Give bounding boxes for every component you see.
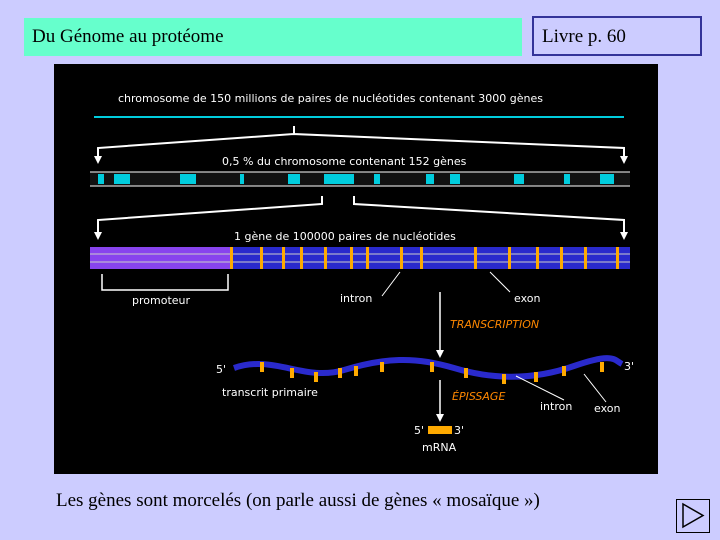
exon-label-2: exon xyxy=(594,402,620,415)
splicing-label: ÉPISSAGE xyxy=(452,390,505,403)
exon-pointer-2 xyxy=(583,373,607,403)
arrowhead-right-2 xyxy=(620,232,628,240)
chromosome-label: chromosome de 150 millions de paires de … xyxy=(118,92,543,105)
splicing-arrowhead xyxy=(436,414,444,422)
promoter-bracket xyxy=(101,274,229,291)
next-slide-icon xyxy=(682,502,705,529)
zoom-bracket-2 xyxy=(97,196,625,236)
mrna-strand xyxy=(428,426,452,434)
transcription-label: TRANSCRIPTION xyxy=(450,318,539,331)
intron-label: intron xyxy=(340,292,372,305)
gene-label: 1 gène de 100000 paires de nucléotides xyxy=(234,230,456,243)
arrowhead-left-1 xyxy=(94,156,102,164)
transcript-exons xyxy=(260,362,604,384)
zoom-bracket-1 xyxy=(97,126,625,160)
intron-pointer-2 xyxy=(515,375,565,401)
segment-label: 0,5 % du chromosome contenant 152 gènes xyxy=(222,155,467,168)
arrowhead-right-1 xyxy=(620,156,628,164)
exon-label: exon xyxy=(514,292,540,305)
intron-pointer xyxy=(381,271,401,297)
three-prime-label: 3' xyxy=(624,360,634,373)
next-slide-button[interactable] xyxy=(676,499,710,533)
genome-diagram-svg: chromosome de 150 millions de paires de … xyxy=(90,92,634,454)
five-prime-label: 5' xyxy=(216,363,226,376)
gene-band xyxy=(90,247,630,269)
transcription-arrowhead xyxy=(436,350,444,358)
promoter-label: promoteur xyxy=(132,294,190,307)
genome-diagram: chromosome de 150 millions de paires de … xyxy=(54,64,658,474)
mrna-three-prime: 3' xyxy=(454,424,464,437)
arrowhead-left-2 xyxy=(94,232,102,240)
primary-transcript xyxy=(233,355,624,380)
book-reference: Livre p. 60 xyxy=(532,16,702,56)
mrna-five-prime: 5' xyxy=(414,424,424,437)
mrna-label: mRNA xyxy=(422,441,457,454)
slide-title: Du Génome au protéome xyxy=(24,18,522,56)
chromosome-segment-band xyxy=(90,171,630,187)
exon-pointer xyxy=(489,271,511,293)
intron-label-2: intron xyxy=(540,400,572,413)
slide-caption: Les gènes sont morcelés (on parle aussi … xyxy=(56,490,540,511)
primary-transcript-label: transcrit primaire xyxy=(222,386,318,399)
